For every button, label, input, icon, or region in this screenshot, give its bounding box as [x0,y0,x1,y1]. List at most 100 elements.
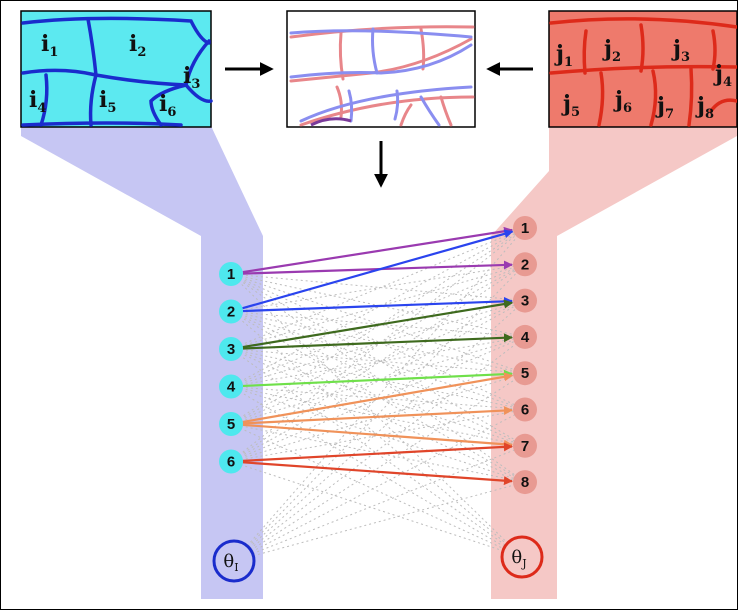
candidate-link [230,311,526,447]
left-node-label: 5 [227,416,235,433]
candidate-link [230,263,526,425]
left-cell-label: i [99,87,107,113]
right-cell-sub: 7 [665,107,674,122]
right-node-label: 1 [521,220,529,237]
right-node-label: 3 [521,293,529,310]
left-cell-label: i [29,87,37,113]
right-cell-label: j [655,93,665,119]
candidate-link [230,336,526,462]
match-arrow [242,461,513,486]
candidate-link [230,263,526,462]
right-cell-sub: 8 [705,107,714,122]
match-arrow [242,333,513,350]
left-node [219,337,243,361]
match-arrow [242,296,513,313]
matched-links [242,226,514,486]
right-cell-label: j [671,36,681,62]
right-node [513,252,537,277]
match-arrow [242,229,514,310]
candidate-link [230,263,526,312]
left-node-label: 4 [227,379,236,396]
svg-text:i1: i1 [41,31,58,60]
left-node-label: 6 [227,454,235,471]
candidate-link [230,273,526,374]
left-node [219,449,243,474]
svg-text:j5: j5 [561,91,580,120]
svg-text:j2: j2 [602,36,621,65]
theta-left-node [212,539,256,583]
svg-text:j4: j4 [713,61,732,90]
candidate-link [233,336,526,562]
right-node-label: 4 [521,329,530,346]
candidate-link [230,386,526,410]
candidate-link [233,481,526,562]
right-cell-label: j [561,91,571,117]
match-arrow [242,226,514,274]
candidate-link [230,423,523,558]
candidate-link [230,311,526,410]
candidate-link [233,445,526,562]
candidate-link [230,263,526,387]
candidate-link [233,372,526,562]
match-arrow [242,406,513,425]
left-cell-sub: 5 [107,101,116,116]
left-node [219,299,243,324]
right-cell-label: j [613,87,623,113]
candidate-link [230,348,526,483]
right-cell-label: j [602,36,612,62]
candidate-link [230,386,526,483]
candidate-link [230,348,526,447]
left-node [219,262,243,286]
match-arrow [242,299,514,349]
left-cell-label: i [41,31,49,57]
left-funnel [21,126,263,599]
right-cell-sub: 2 [612,50,621,65]
right-node-label: 2 [521,256,529,273]
right-cell-label: j [695,93,705,119]
left-node [219,374,243,399]
svg-text:i4: i4 [29,87,46,116]
right-node [513,470,537,495]
right-node [513,397,537,422]
left-cell-sub: 2 [137,45,146,60]
right-cell-sub: 5 [571,105,580,120]
candidate-link [233,263,526,562]
svg-text:j1: j1 [554,41,573,70]
theta-left-node-label: θI [223,551,238,574]
left-node [219,412,243,436]
right-cell-label: j [713,61,723,87]
svg-text:j3: j3 [671,36,690,65]
right-cell-image: j1 j2 j3 j4 j5 j6 j7 j8 [548,10,737,128]
candidate-link [233,300,526,562]
svg-text:j7: j7 [655,93,674,122]
svg-text:i6: i6 [159,91,176,120]
left-cell-label: i [183,63,191,89]
svg-text:i5: i5 [99,87,116,116]
match-arrow [242,442,513,462]
right-cell-sub: 1 [564,55,573,70]
right-node [513,361,537,386]
left-cell-sub: 3 [191,77,200,92]
candidate-link [230,263,526,350]
right-node-label: 5 [521,365,529,382]
candidate-link [230,273,526,447]
left-cell-label: i [129,31,137,57]
theta-right-node [500,535,544,579]
right-node-label: 7 [521,438,529,455]
left-node-label: 1 [227,266,235,283]
candidate-link [230,336,526,425]
match-arrow [242,369,513,388]
left-cell-label: i [159,91,167,117]
left-node-label: 3 [227,341,235,358]
right-cell-sub: 3 [681,50,690,65]
left-node-label: 2 [227,304,235,321]
candidate-link [230,227,526,425]
candidate-link [230,273,526,302]
candidate-link [230,372,526,462]
left-cell-sub: 4 [37,101,46,116]
theta-right-node-label: θJ [511,547,526,570]
candidate-link [230,273,526,410]
candidate-link [230,300,526,425]
